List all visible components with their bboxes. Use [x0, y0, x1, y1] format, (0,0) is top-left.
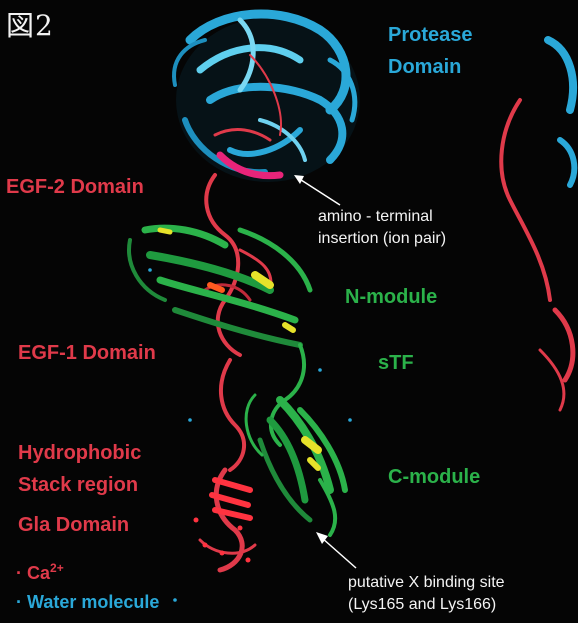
egf2-domain-label: EGF-2 Domain [6, 176, 144, 199]
hydrophobic-stack-label-line2: Stack region [18, 474, 138, 497]
putative-binding-site-label-line1: putative X binding site [348, 574, 505, 592]
calcium-legend-text: · Ca [16, 563, 50, 583]
n-module-label: N-module [345, 286, 437, 309]
amino-terminal-label-line1: amino - terminal [318, 208, 433, 226]
protease-domain-label-line2: Domain [388, 56, 461, 79]
hydrophobic-stack-label-line1: Hydrophobic [18, 442, 141, 465]
calcium-charge-superscript: 2+ [50, 561, 64, 575]
water-molecule-legend: · Water molecule [16, 592, 159, 613]
adjacent-molecule-ribbons [501, 40, 574, 410]
c-module-label: C-module [388, 466, 480, 489]
figure-number-label: 図2 [6, 10, 54, 42]
amino-terminal-label-line2: insertion (ion pair) [318, 230, 446, 248]
putative-binding-site-label-line2: (Lys165 and Lys166) [348, 596, 496, 614]
stf-label: sTF [378, 352, 414, 375]
egf1-domain-label: EGF-1 Domain [18, 342, 156, 365]
calcium-legend: · Ca2+ [16, 562, 64, 584]
protease-domain-ribbons [174, 14, 360, 182]
protease-domain-label-line1: Protease [388, 24, 473, 47]
gla-domain-label: Gla Domain [18, 514, 129, 537]
